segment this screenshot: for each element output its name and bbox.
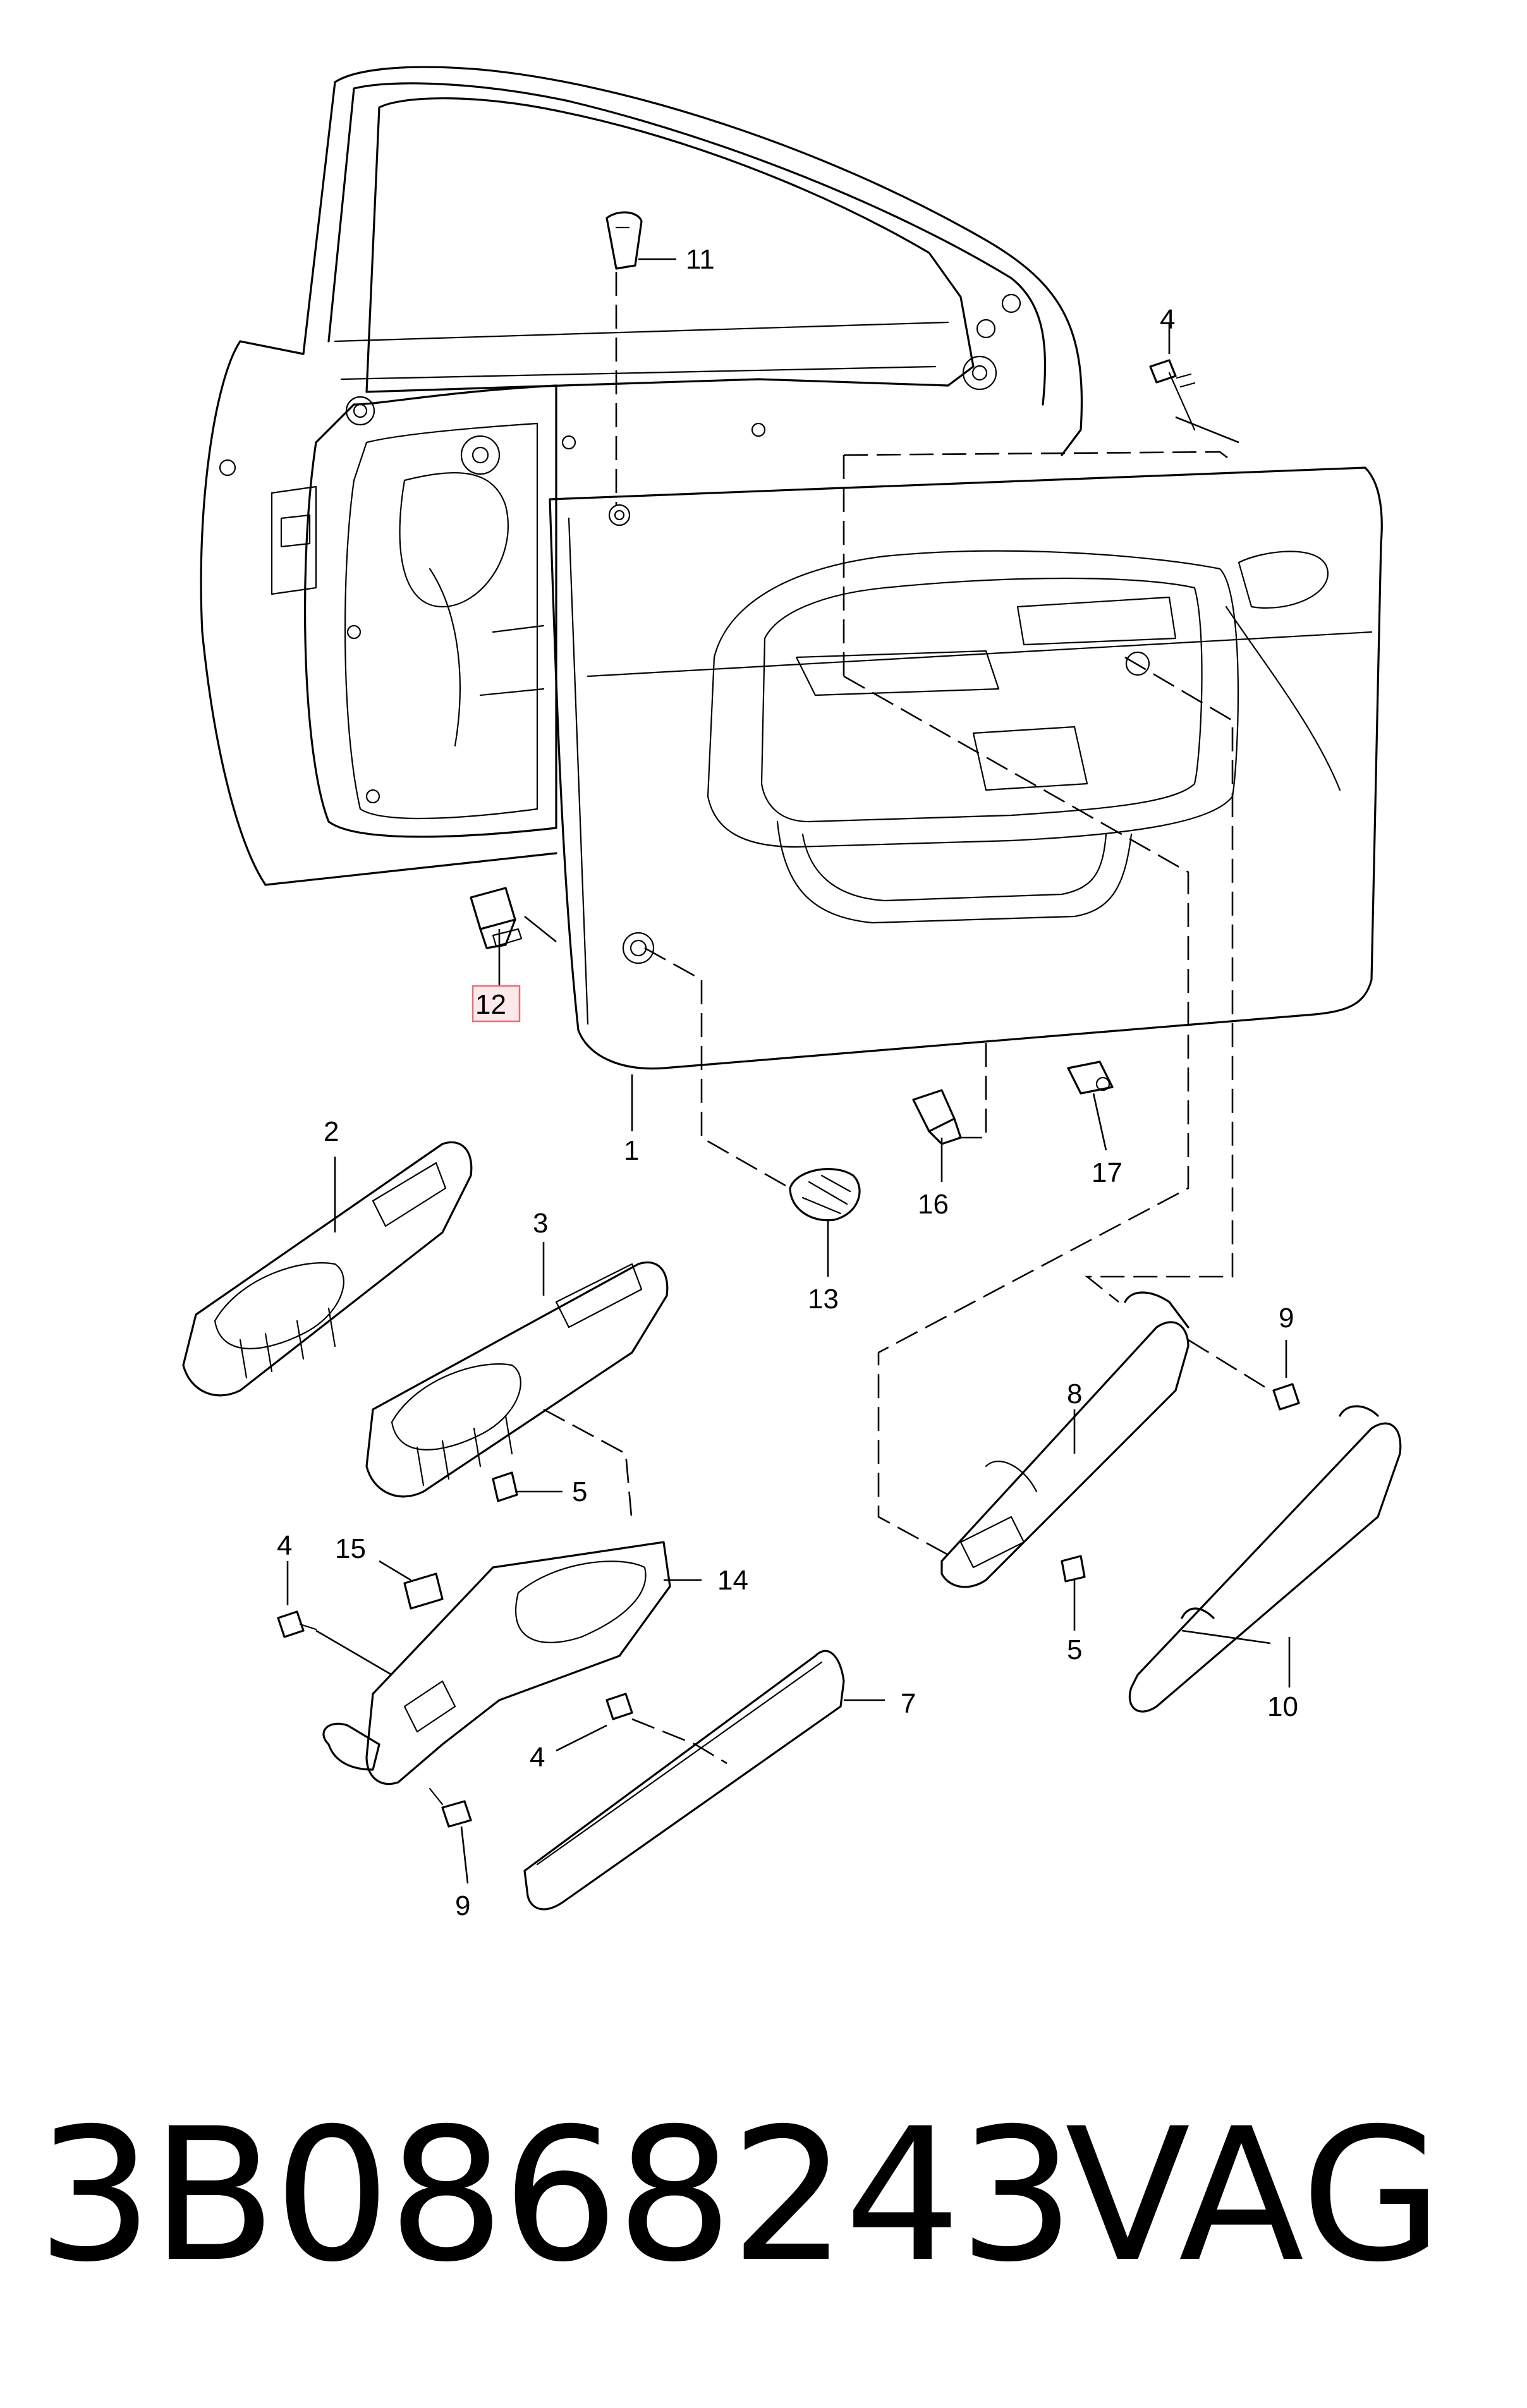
assembly-lines [543,272,1271,1765]
callout-16: 16 [918,1189,949,1220]
screw-17 [1067,1061,1114,1095]
callout-15: 15 [335,1533,366,1564]
cap-13 [789,1168,861,1222]
callout-5-right: 5 [1067,1634,1082,1665]
callout-4-top: 4 [1160,304,1175,335]
callout-14: 14 [717,1565,748,1596]
clip-15 [403,1572,444,1610]
callout-1: 1 [624,1135,639,1166]
screw-4-middle [605,1693,633,1720]
callout-11: 11 [686,244,715,275]
callout-9-left: 9 [455,1890,470,1921]
clip-11 [605,211,643,270]
switch-panel-2 [182,1141,473,1397]
callout-12: 12 [475,989,506,1020]
callout-7: 7 [901,1688,916,1719]
clip-5-left [492,1471,518,1502]
clip-5-right [1061,1555,1086,1583]
callout-10: 10 [1267,1691,1298,1722]
handle-8 [940,1291,1189,1588]
part-number: 3B0868243 [37,2089,1075,2302]
callout-3: 3 [533,1208,548,1239]
callout-labels: 1 2 3 4 4 4 5 5 7 8 9 9 10 11 12 13 14 1… [277,244,1298,1921]
switch-panel-3 [365,1261,669,1498]
callout-4-middle: 4 [530,1742,545,1773]
callout-9-right: 9 [1279,1303,1294,1334]
callout-4-left: 4 [277,1530,292,1561]
screw-9-right [1272,1383,1300,1411]
callout-13: 13 [808,1284,839,1315]
bracket-14 [322,1541,671,1785]
door-trim-panel [549,466,1383,1070]
callout-2: 2 [324,1116,339,1147]
leader-lines [286,258,1291,1884]
door-shell [200,66,1083,886]
screw-4-top [1149,359,1196,431]
callout-12-highlight [471,985,521,1023]
callout-17: 17 [1092,1157,1122,1188]
clip-16 [912,1089,962,1145]
grip-trim-10 [1128,1405,1402,1713]
callout-8: 8 [1067,1378,1082,1409]
callout-5-left: 5 [572,1476,587,1507]
screw-4-left [277,1610,317,1638]
screw-9-left [429,1787,472,1828]
brand-name: VAG [1065,2089,1443,2302]
clip-12 [470,887,523,949]
armrest-cover-7 [523,1650,845,1911]
exploded-parts-diagram: 1 2 3 4 4 4 5 5 7 8 9 9 10 11 12 13 14 1… [182,66,1402,1921]
